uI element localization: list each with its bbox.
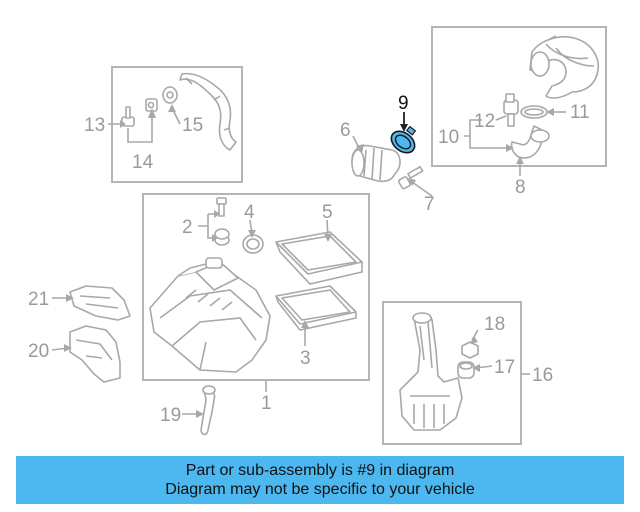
drain-tube-19-part — [200, 385, 216, 436]
callout-10[interactable]: 10 — [438, 127, 459, 148]
resonator-20-part — [69, 325, 121, 383]
callout-16[interactable]: 16 — [532, 365, 553, 386]
clamp-15-part — [162, 86, 178, 104]
callout-4[interactable]: 4 — [244, 202, 255, 223]
callout-2[interactable]: 2 — [182, 217, 193, 238]
callout-5[interactable]: 5 — [322, 202, 333, 223]
filter-element-3-part — [275, 285, 357, 331]
hose-15-part — [179, 72, 237, 151]
parts-diagram: 1 2 3 4 5 6 7 8 9 10 11 12 13 14 15 16 1… — [28, 26, 607, 445]
callout-18[interactable]: 18 — [484, 314, 505, 335]
grommet-2-part — [214, 228, 230, 246]
bolt-7-part — [397, 165, 424, 190]
airflow-sensor-6-part — [351, 144, 401, 183]
nut-14-part — [145, 98, 158, 112]
elbow-hose-8-part — [510, 125, 550, 159]
callout-9[interactable]: 9 — [398, 93, 409, 114]
callout-13[interactable]: 13 — [84, 115, 105, 136]
duct-21-part — [69, 285, 131, 321]
banner-line-disclaimer: Diagram may not be specific to your vehi… — [165, 481, 475, 498]
clamp-11-part — [520, 105, 548, 119]
callout-8[interactable]: 8 — [515, 177, 526, 198]
filter-cover-5-part — [275, 231, 363, 285]
resonator-16-part — [399, 312, 463, 431]
callout-7[interactable]: 7 — [424, 194, 435, 215]
sensor-12-part — [503, 93, 519, 127]
callout-17[interactable]: 17 — [494, 357, 515, 378]
group-box-1-5 — [142, 193, 370, 381]
clamp-9-part — [390, 125, 417, 154]
seal-ring-4-part — [242, 234, 264, 254]
callout-3[interactable]: 3 — [300, 348, 311, 369]
callout-15[interactable]: 15 — [182, 115, 203, 136]
air-cleaner-housing-1-part — [149, 257, 271, 373]
intake-duct-8-part — [529, 35, 599, 99]
banner-line-part-number: Part or sub-assembly is #9 in diagram — [185, 462, 455, 479]
callout-14[interactable]: 14 — [132, 152, 154, 173]
bolt-2-part — [216, 197, 227, 217]
callout-19[interactable]: 19 — [160, 405, 181, 426]
callout-1[interactable]: 1 — [261, 393, 272, 414]
callout-21[interactable]: 21 — [28, 289, 49, 310]
group-box-16-18 — [382, 301, 522, 445]
arrow-9 — [400, 124, 408, 132]
info-banner: Part or sub-assembly is #9 in diagram Di… — [16, 456, 624, 504]
callout-11[interactable]: 11 — [570, 102, 590, 123]
callout-20[interactable]: 20 — [28, 341, 49, 362]
nut-18-part — [461, 341, 479, 359]
arrow-heads — [64, 104, 554, 418]
group-box-8-12 — [431, 26, 607, 167]
grommet-17-part — [457, 361, 475, 379]
callout-12[interactable]: 12 — [474, 111, 495, 132]
callout-6[interactable]: 6 — [340, 120, 351, 141]
